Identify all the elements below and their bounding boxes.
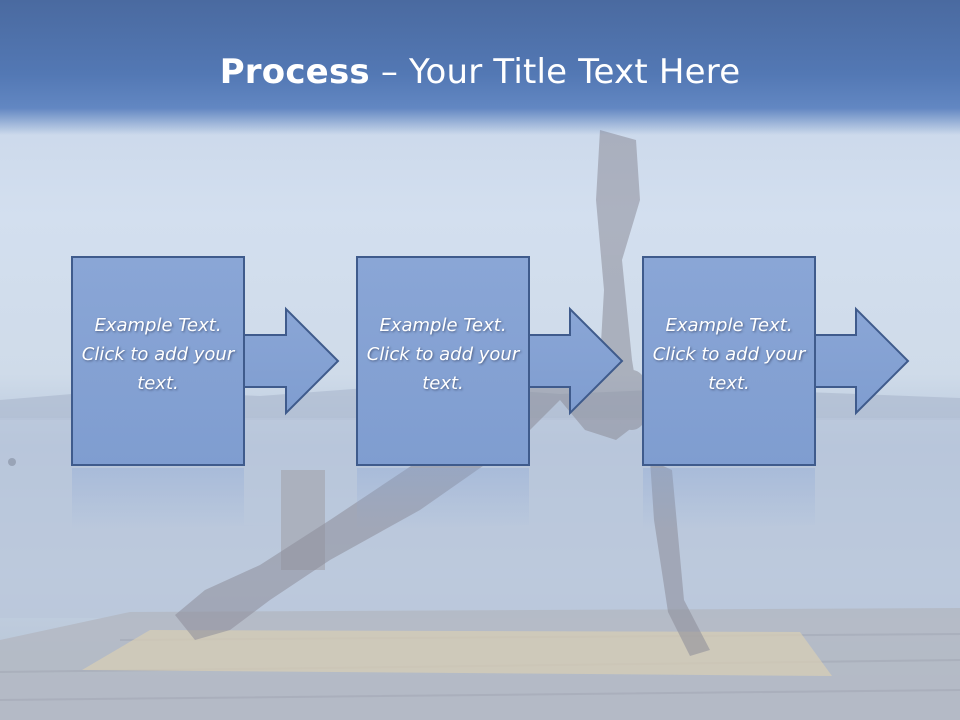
step-1-arrow [243, 306, 340, 416]
title-bar [0, 0, 960, 135]
slide-title[interactable]: Process – Your Title Text Here [0, 52, 960, 92]
step-3-reflection [643, 468, 815, 530]
title-bold: Process [219, 52, 370, 92]
step-3-box [642, 256, 816, 466]
step-1-text[interactable]: Example Text. Click to add your text. [81, 315, 235, 394]
step-1-reflection [72, 468, 286, 530]
process-step-2[interactable] [356, 256, 624, 530]
title-rest: – Your Title Text Here [369, 52, 741, 92]
yoga-mat [82, 630, 832, 676]
step-2-arrow [528, 306, 624, 416]
step-1-box [71, 256, 245, 466]
step-2-reflection [357, 468, 529, 530]
step-3-text[interactable]: Example Text. Click to add your text. [652, 315, 806, 394]
process-step-1[interactable] [71, 256, 340, 530]
process-step-3[interactable] [642, 256, 910, 530]
step-2-box [356, 256, 530, 466]
buoy [8, 458, 16, 466]
step-3-arrow [814, 306, 910, 416]
step-2-text[interactable]: Example Text. Click to add your text. [366, 315, 520, 394]
